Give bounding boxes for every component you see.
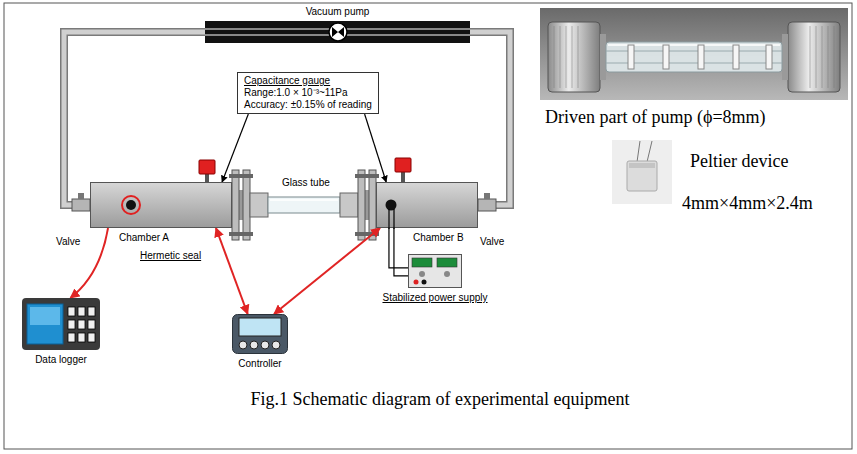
label-holder: 4mm×4mm×2.4m	[682, 192, 813, 214]
pipe-outline	[64, 32, 205, 205]
driven-part-photo	[540, 8, 848, 100]
part-label: Valve	[480, 236, 504, 248]
connector-line	[216, 228, 248, 314]
part-label: Glass tube	[282, 177, 330, 189]
node-text: Capacitance gauge	[244, 75, 372, 87]
node-text: Controller	[238, 358, 281, 370]
pressure-gauge-a	[199, 160, 215, 182]
signal-arrow	[274, 228, 380, 314]
signal-arrow	[216, 228, 248, 314]
signal-arrow	[365, 114, 387, 182]
connector-line	[394, 228, 408, 276]
gauge-spec-box: Capacitance gaugeRange:1.0 × 10⁻³~11PaAc…	[237, 72, 379, 114]
label-holder: Valve	[480, 236, 504, 248]
vacuum-chamber: Chamber A	[90, 182, 232, 228]
label-holder: Driven part of pump (ϕ=8mm)	[545, 106, 766, 128]
vacuum-pipe	[64, 32, 205, 205]
part-label: Driven part of pump (ϕ=8mm)	[545, 106, 766, 128]
chB-figure	[377, 183, 477, 227]
figure-caption: Fig.1 Schematic diagram of experimental …	[251, 388, 630, 410]
data-logger: Data logger	[22, 298, 100, 350]
chA-figure	[91, 183, 231, 227]
connector-line	[365, 114, 387, 182]
node-text: Range:1.0 × 10⁻³~11Pa	[244, 87, 372, 99]
power-supply: Stabilized power supply	[408, 254, 462, 288]
label-holder: Valve	[56, 236, 80, 248]
flange-left	[229, 170, 268, 240]
pipe-core	[470, 32, 510, 205]
node-text: Data logger	[35, 354, 87, 366]
figure-frame	[4, 3, 852, 449]
node-text: Chamber A	[119, 232, 169, 244]
vacuum-chamber: Chamber B	[376, 182, 478, 228]
caption-holder: Fig.1 Schematic diagram of experimental …	[251, 388, 630, 410]
power-wire	[389, 228, 408, 276]
pipe-core	[64, 32, 205, 205]
part-label: Hermetic seal	[140, 250, 201, 262]
part-label: Peltier device	[690, 150, 788, 172]
vacuum-pipe	[470, 32, 510, 205]
valve-symbol	[478, 193, 496, 211]
part-label: Valve	[56, 236, 80, 248]
node-text: Accuracy: ±0.15% of reading	[244, 99, 372, 111]
flange-right	[340, 170, 379, 240]
label-holder: Peltier device	[690, 150, 788, 172]
peltier-photo	[612, 140, 672, 204]
glass-tube	[268, 197, 340, 213]
connector-line	[274, 228, 380, 314]
pipe-outline	[470, 32, 510, 205]
node-text: Stabilized power supply	[382, 292, 487, 304]
label-holder: Hermetic seal	[140, 250, 201, 262]
pressure-gauge-b	[395, 158, 411, 182]
controller: Controller	[232, 314, 288, 354]
connector-line	[389, 228, 408, 268]
node-text: Chamber B	[413, 232, 464, 244]
pump-figure	[205, 21, 470, 43]
logger-figure	[22, 298, 100, 350]
connector-line	[222, 114, 248, 182]
label-holder: Glass tube	[282, 177, 330, 189]
signal-arrow	[222, 114, 248, 182]
vacuum-pump: Vacuum pump	[205, 21, 470, 43]
psu-figure	[408, 254, 462, 288]
ctrl-figure	[232, 314, 288, 354]
node-text: Vacuum pump	[306, 6, 370, 18]
part-label: 4mm×4mm×2.4m	[682, 192, 813, 214]
valve-symbol	[72, 193, 90, 211]
